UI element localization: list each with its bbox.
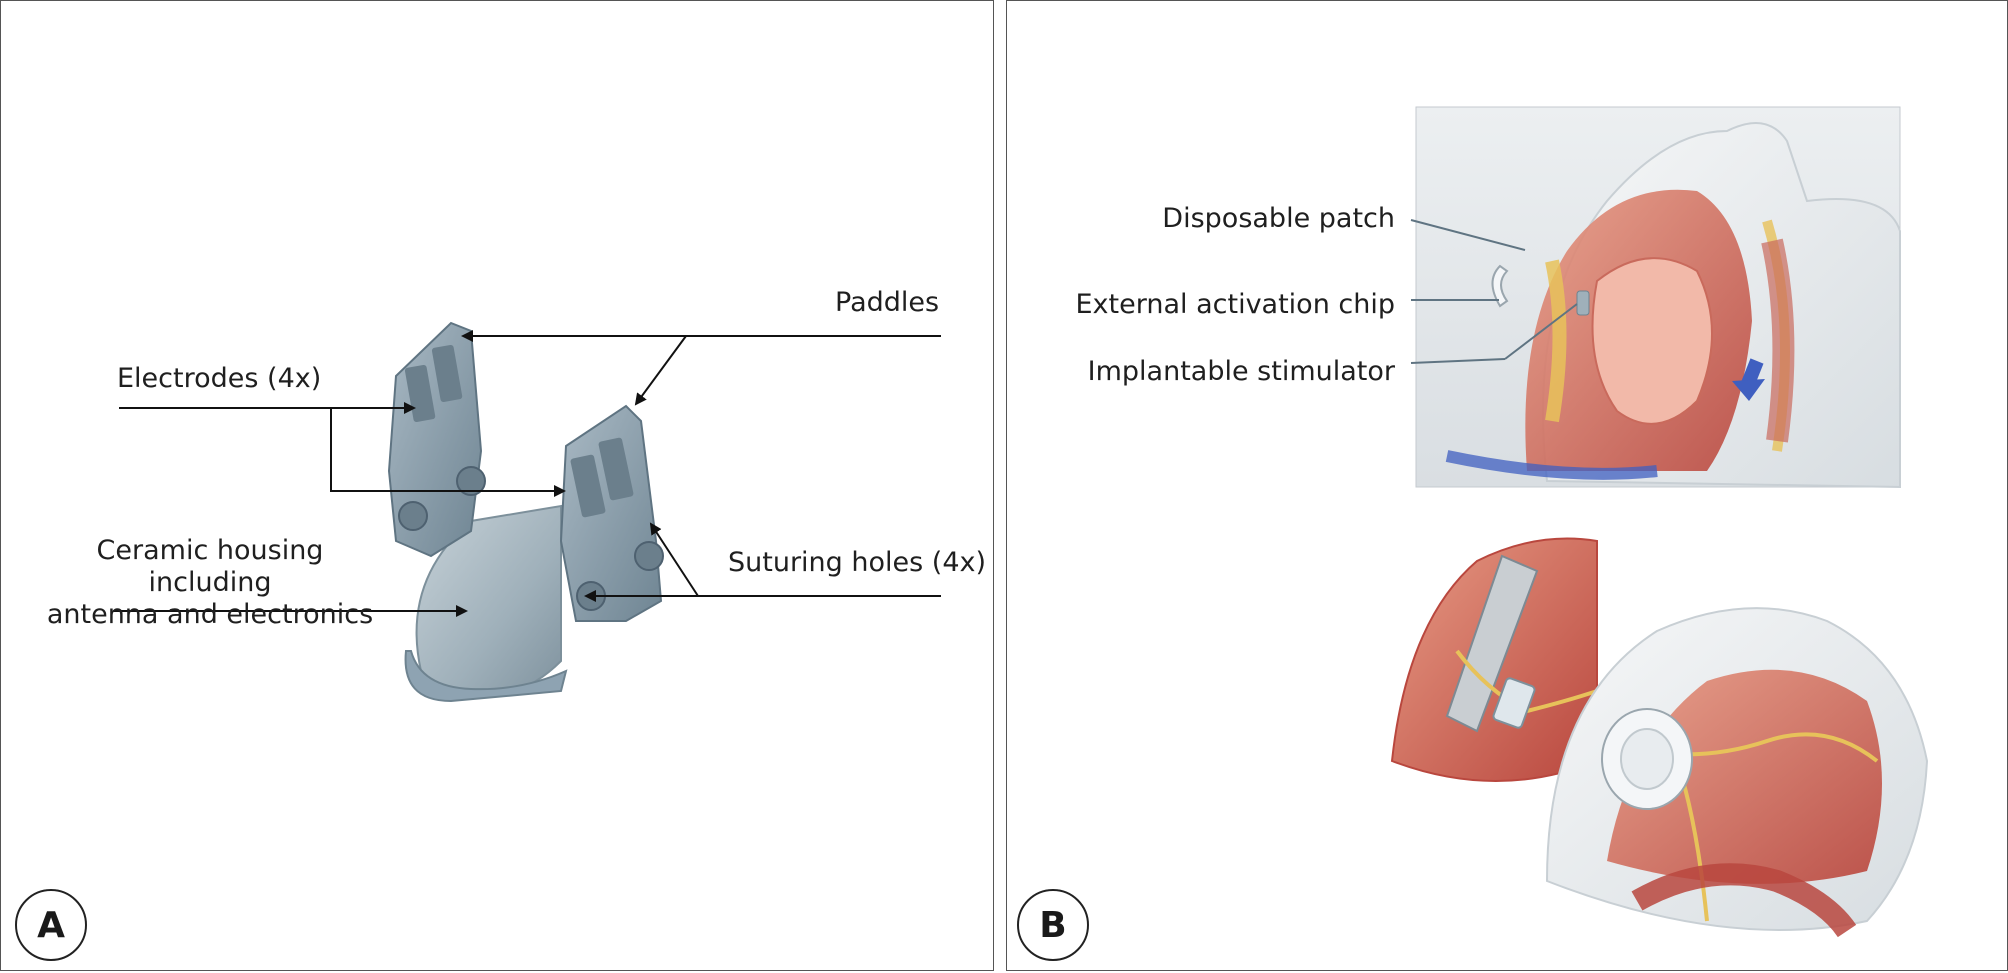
stimulator-device-illustration [113,321,941,703]
panel-b-badge: B [1017,889,1089,961]
label-implantable-stimulator: Implantable stimulator [1087,356,1395,387]
label-suturing-holes: Suturing holes (4x) [728,547,987,578]
paddle-back [387,321,486,558]
surgical-implant-illustration [1390,537,1929,938]
label-paddles: Paddles [835,287,940,318]
label-ceramic-housing: Ceramic housing including antenna and el… [45,535,375,631]
label-ceramic-housing-line2: antenna and electronics [46,599,374,630]
ceramic-housing [404,504,568,703]
anatomy-illustrations [1390,106,1929,938]
panel-a-badge: A [15,889,87,961]
sagittal-head-illustration [1415,106,1901,489]
panel-a: Paddles Electrodes (4x) Ceramic housing … [0,0,994,971]
label-external-activation-chip: External activation chip [1075,289,1395,320]
leader-lines [113,330,941,617]
label-ceramic-housing-line1: Ceramic housing including [96,535,324,598]
label-electrodes: Electrodes (4x) [117,363,322,394]
label-disposable-patch: Disposable patch [1162,203,1395,234]
paddle-front [559,404,664,622]
panel-b: Disposable patch External activation chi… [1006,0,2008,971]
leader-lines-b [1410,219,1578,364]
